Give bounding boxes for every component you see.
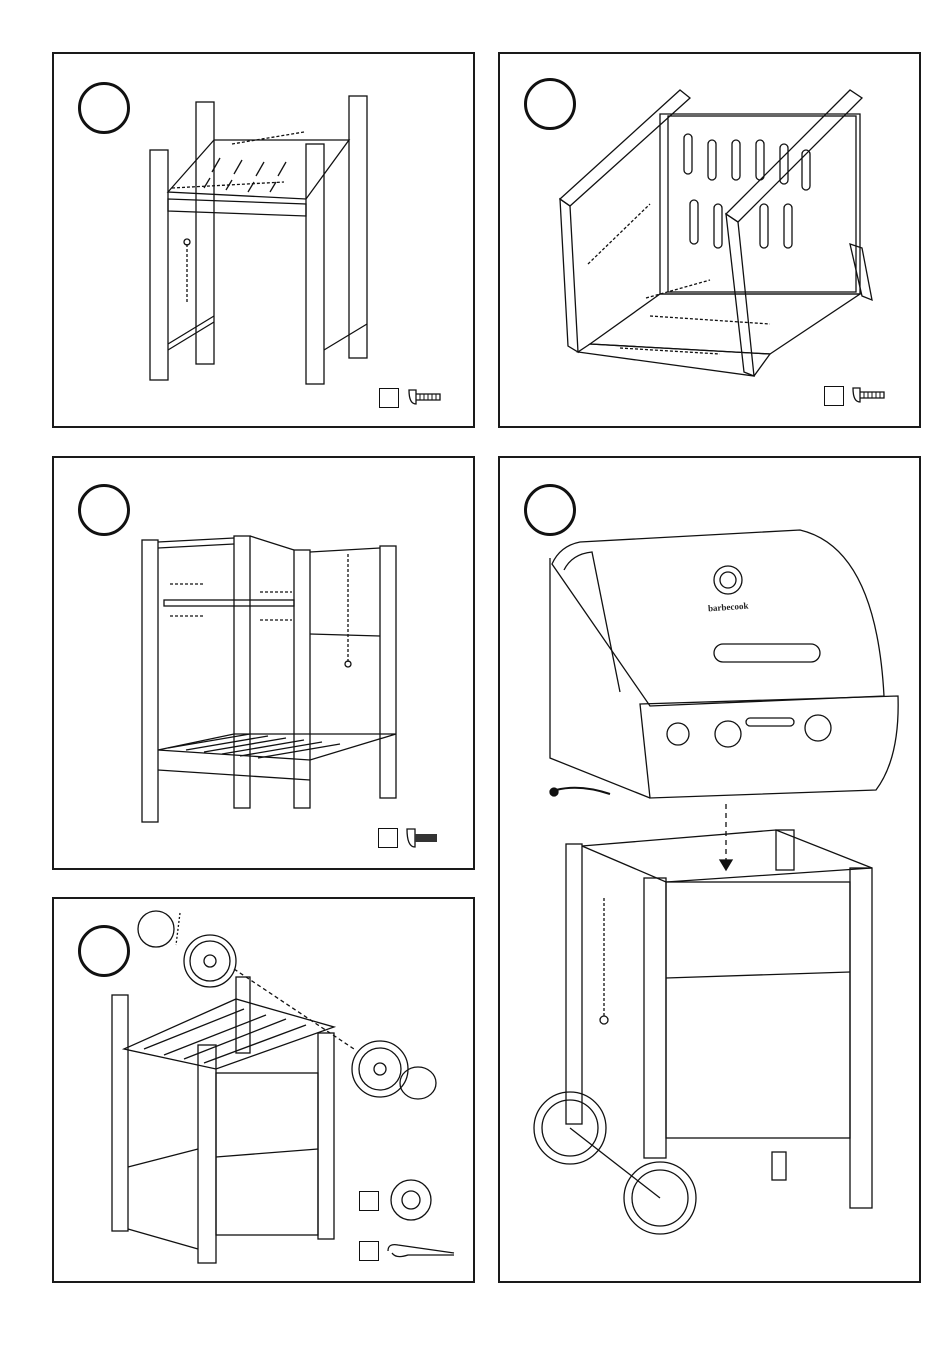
- grill-lid-logo: barbecook: [708, 601, 749, 614]
- bolt-icon: [404, 826, 444, 850]
- washer-icon: [388, 1177, 434, 1223]
- screw-icon: [850, 384, 890, 408]
- step-4-wheel-illustration: [54, 899, 477, 1285]
- screw-icon: [406, 386, 446, 410]
- step-4-washer-quantity-box: [359, 1191, 379, 1211]
- step-4-clip-quantity-box: [359, 1241, 379, 1261]
- step-5-grill-illustration: barbecook: [500, 458, 923, 1285]
- step-3-panel: [52, 456, 475, 870]
- step-2-panel: [498, 52, 921, 428]
- step-1-quantity-box: [379, 388, 399, 408]
- step-2-quantity-box: [824, 386, 844, 406]
- step-1-panel: [52, 52, 475, 428]
- step-3-quantity-box: [378, 828, 398, 848]
- step-5-panel: barbecook: [498, 456, 921, 1283]
- step-2-frame-illustration: [500, 54, 923, 430]
- step-4-panel: [52, 897, 475, 1283]
- hairpin-clip-icon: [384, 1239, 464, 1263]
- step-1-frame-illustration: [54, 54, 477, 430]
- step-3-frame-illustration: [54, 458, 477, 872]
